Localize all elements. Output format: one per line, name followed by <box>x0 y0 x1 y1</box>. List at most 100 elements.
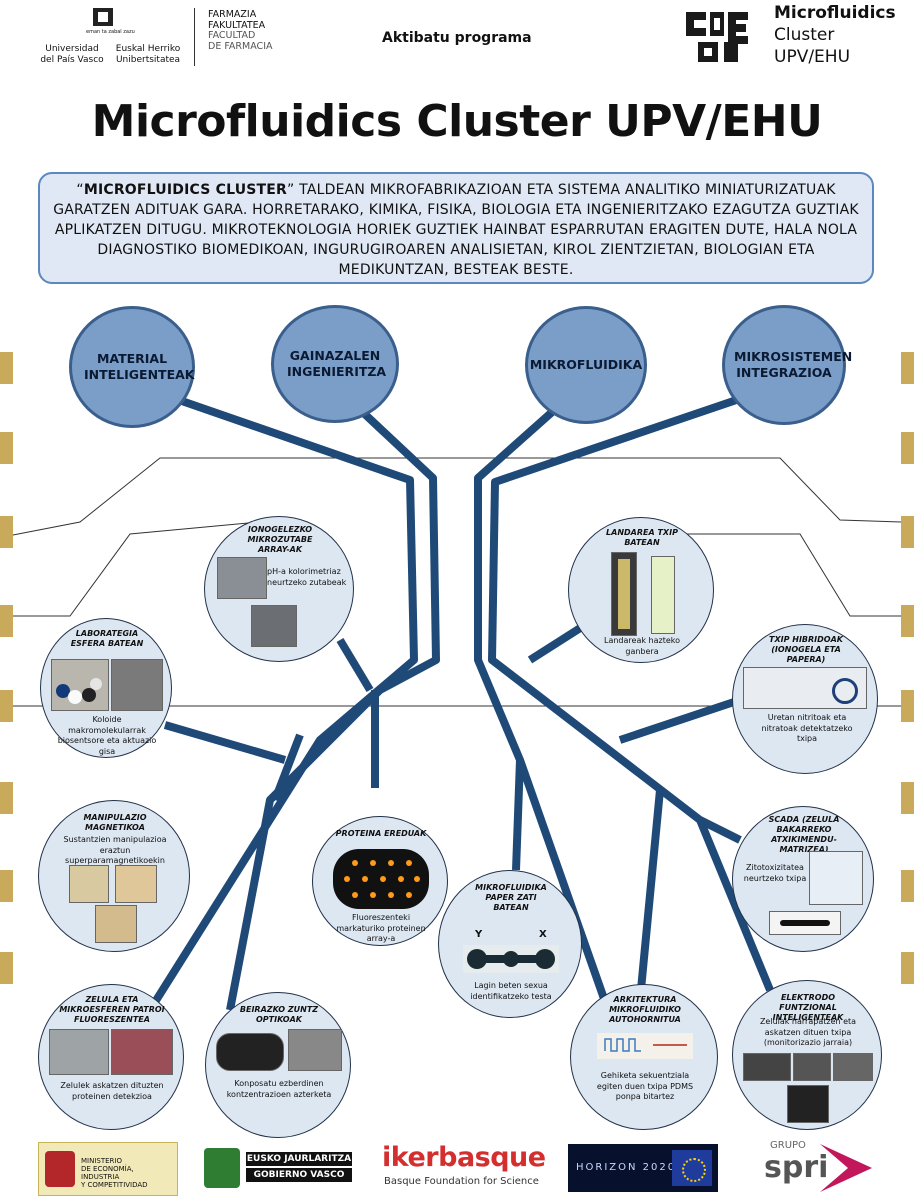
protein-array-photo <box>333 849 429 909</box>
theme-caption: pH-a kolorimetriaz neurtzeko zutabeak <box>267 567 347 587</box>
faculty-eu-1: FARMAZIA <box>208 9 257 20</box>
paper-label-y: Y <box>475 929 483 940</box>
theme-scada: SCADA (ZELULA BAKARREKO ATXIKIMENDU-MATR… <box>732 806 874 952</box>
faculty-es-1: FACULTAD <box>208 30 256 41</box>
pillar-mikrofluidika: MIKROFLUIDIKA <box>525 306 647 424</box>
ionogel-photo-1 <box>217 557 267 599</box>
electrode-photo-4 <box>787 1085 829 1123</box>
eu-flag-icon <box>672 1150 712 1186</box>
theme-title: ELEKTRODO FUNTZIONAL INTELIGENTEAK <box>772 993 844 1022</box>
theme-title: SCADA (ZELULA BAKARREKO ATXIKIMENDU-MATR… <box>768 815 840 854</box>
theme-title: BEIRAZKO ZUNTZ OPTIKOAK <box>239 1005 319 1024</box>
theme-electrode: ELEKTRODO FUNTZIONAL INTELIGENTEAK Zelul… <box>732 980 882 1130</box>
ministerio-logo: MINISTERIO DE ECONOMÍA, INDUSTRIA Y COMP… <box>38 1142 178 1196</box>
cluster-name-2: Cluster <box>774 25 835 45</box>
theme-caption: Koloide makromolekularrak biosentsore et… <box>57 715 157 756</box>
upv-emblem-icon <box>93 8 113 26</box>
theme-protein: PROTEINA EREDUAK Fluoreszenteki markatur… <box>312 816 448 946</box>
faculty-label: FARMAZIA FAKULTATEA FACULTAD DE FARMACIA <box>208 9 273 52</box>
intro-highlight: MICROFLUIDICS CLUSTER <box>83 182 288 198</box>
electrode-photo-2 <box>793 1053 831 1081</box>
theme-caption: Lagin beten sexua identifikatzeko testa <box>470 981 552 1001</box>
magnetic-photo-3 <box>95 905 137 943</box>
theme-title: ARKITEKTURA MIKROFLUIDIKO AUTOHORNITUA <box>609 995 681 1024</box>
landarea-chamber-photo <box>651 556 675 634</box>
theme-caption: Zelulak harrapatzen eta askatzen dituen … <box>759 1017 857 1047</box>
grupo-text: GRUPO <box>770 1140 806 1151</box>
electrode-photo-1 <box>743 1053 791 1081</box>
upv-name-eu: Euskal Herriko Unibertsitatea <box>115 44 181 65</box>
paper-device-photo <box>463 945 559 973</box>
theme-caption: Zelulek askatzen dituzten proteinen dete… <box>60 1081 164 1101</box>
theme-title: PROTEINA EREDUAK <box>335 829 427 838</box>
architecture-chip-photo <box>597 1033 693 1059</box>
theme-title: TXIP HIBRIDOAK (IONOGELA ETA PAPERA) <box>769 635 843 664</box>
theme-caption: Gehiketa sekuentziala egiten duen txipa … <box>596 1071 694 1101</box>
theme-title: MIKROFLUIDIKA PAPER ZATI BATEAN <box>475 883 547 912</box>
spain-crest-icon <box>45 1151 75 1187</box>
basque-crest-icon <box>204 1148 240 1188</box>
theme-title: LABORATEGIA ESFERA BATEAN <box>70 629 144 648</box>
horizon-2020-logo: HORIZON 2020 <box>568 1144 718 1192</box>
cell-photo-2 <box>111 1029 173 1075</box>
theme-title: LANDAREA TXIP BATEAN <box>606 528 678 547</box>
laboratory-spheres-photo <box>51 659 109 711</box>
pillar-material-inteligenteak: MATERIAL INTELIGENTEAK <box>69 306 195 428</box>
gobierno-text: GOBIERNO VASCO <box>246 1168 352 1182</box>
pillar-label: GAINAZALEN INGENIERITZA <box>287 348 387 379</box>
theme-paper: MIKROFLUIDIKA PAPER ZATI BATEAN Y X Lagi… <box>438 870 582 1018</box>
landarea-chip-photo <box>611 552 637 636</box>
upv-name-es: Universidad del País Vasco <box>40 44 104 65</box>
optical-sensor-photo <box>216 1033 284 1071</box>
pillar-mikrosistemen-integrazioa: MIKROSISTEMEN INTEGRAZIOA <box>722 305 853 425</box>
eusko-text: EUSKO JAURLARITZA <box>246 1152 352 1166</box>
upv-logo: eman ta zabal zazu Universidad del País … <box>38 6 188 70</box>
theme-caption: Fluoreszenteki markaturiko proteinen arr… <box>336 913 426 943</box>
ministerio-text: MINISTERIO DE ECONOMÍA, INDUSTRIA Y COMP… <box>81 1157 148 1189</box>
cell-photo-1 <box>49 1029 109 1075</box>
theme-title: IONOGELEZKO MIKROZUTABE ARRAY-AK <box>247 525 313 554</box>
magnetic-photo-2 <box>115 865 157 903</box>
laboratory-sem-photo <box>111 659 163 711</box>
optical-sem-photo <box>288 1029 342 1071</box>
theme-caption: Uretan nitritoak eta nitratoak detektatz… <box>761 713 853 743</box>
paper-label-x: X <box>539 929 547 940</box>
theme-title: ZELULA ETA MIKROESFEREN PATROI FLUORESZE… <box>59 995 165 1024</box>
horizon-text: HORIZON 2020 <box>576 1162 677 1173</box>
theme-hybrid-chips: TXIP HIBRIDOAK (IONOGELA ETA PAPERA) Ure… <box>732 624 878 774</box>
theme-caption: Sustantzien manipulazioa eraztun superpa… <box>63 835 167 865</box>
theme-cell-pattern: ZELULA ETA MIKROESFEREN PATROI FLUORESZE… <box>38 984 184 1130</box>
header-divider <box>194 8 195 66</box>
pillar-label: MIKROSISTEMEN INTEGRAZIOA <box>734 349 853 380</box>
faculty-eu-2: FAKULTATEA <box>208 19 266 31</box>
faculty-es-2: DE FARMACIA <box>208 40 273 52</box>
spri-arrow-icon <box>820 1144 872 1192</box>
ikerbasque-logo: ikerbasque <box>382 1142 546 1173</box>
theme-magnetic: MANIPULAZIO MAGNETIKOA Sustantzien manip… <box>38 800 190 952</box>
theme-landarea: LANDAREA TXIP BATEAN Landareak hazteko g… <box>568 517 714 663</box>
theme-ionogel: IONOGELEZKO MIKROZUTABE ARRAY-AK pH-a ko… <box>204 516 354 662</box>
theme-laboratory-sphere: LABORATEGIA ESFERA BATEAN Koloide makrom… <box>40 618 172 758</box>
eusko-jaurlaritza-logo: EUSKO JAURLARITZA GOBIERNO VASCO <box>204 1146 354 1190</box>
theme-caption: Konposatu ezberdinen kontzentrazioen azt… <box>226 1079 332 1099</box>
scada-chip-photo <box>769 911 841 935</box>
scada-array-photo <box>809 851 863 905</box>
theme-architecture: ARKITEKTURA MIKROFLUIDIKO AUTOHORNITUA G… <box>570 984 718 1130</box>
theme-title: MANIPULAZIO MAGNETIKOA <box>83 813 147 832</box>
theme-caption: Zitotoxizitatea neurtzeko txipa <box>743 863 807 883</box>
intro-text: ” TALDEAN MIKROFABRIKAZIOAN ETA SISTEMA … <box>53 182 859 278</box>
cluster-logo-icon <box>686 12 748 62</box>
theme-optical-fibers: BEIRAZKO ZUNTZ OPTIKOAK Konposatu ezberd… <box>205 992 351 1138</box>
pillar-gainazalen-ingenieritza: GAINAZALEN INGENIERITZA <box>271 305 399 423</box>
magnetic-photo-1 <box>69 865 109 903</box>
cluster-name-3: UPV/EHU <box>774 47 851 67</box>
pillar-label: MIKROFLUIDIKA <box>529 357 643 372</box>
intro-quote: “ <box>76 182 84 198</box>
ionogel-photo-2 <box>251 605 297 647</box>
program-label: Aktibatu programa <box>382 30 532 46</box>
electrode-photo-3 <box>833 1053 873 1081</box>
spri-logo: spri <box>764 1150 829 1185</box>
ikerbasque-tagline: Basque Foundation for Science <box>384 1176 539 1187</box>
theme-caption: Landareak hazteko ganbera <box>604 636 680 656</box>
